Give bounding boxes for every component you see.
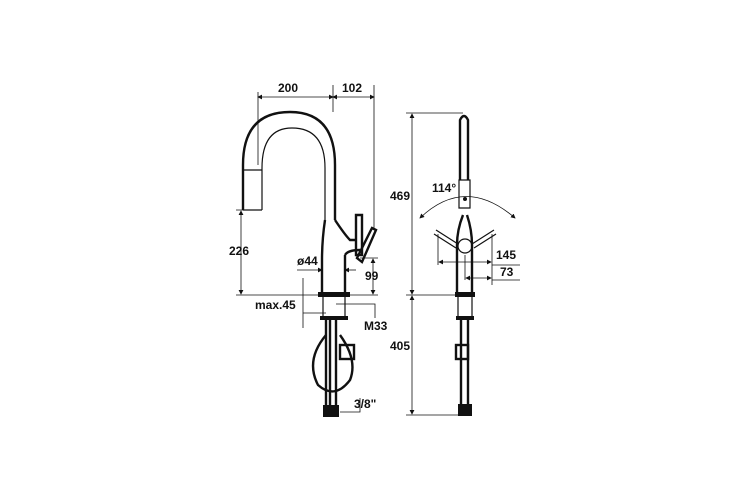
hose-weight bbox=[338, 343, 356, 361]
dim-thread: M33 bbox=[364, 319, 388, 333]
dim-swivel-angle: 114° bbox=[432, 181, 456, 195]
faucet-side-outline bbox=[433, 114, 497, 416]
side-dimension-lines bbox=[406, 112, 520, 416]
dim-spout-reach: 200 bbox=[278, 81, 298, 95]
dim-body-diameter: ø44 bbox=[297, 254, 318, 268]
dim-max-thickness: max.45 bbox=[255, 298, 296, 312]
dim-lever-offset: 102 bbox=[342, 81, 362, 95]
base-flange bbox=[318, 292, 350, 297]
front-view: 200 102 226 ø44 99 max.45 M33 3/8" bbox=[229, 81, 388, 417]
dim-half-width: 73 bbox=[500, 265, 514, 279]
dim-swivel-width: 145 bbox=[496, 248, 516, 262]
dim-hose-length: 405 bbox=[390, 339, 410, 353]
dim-lever-height: 99 bbox=[365, 269, 379, 283]
dimension-lines bbox=[236, 85, 378, 413]
side-view: 469 114° 145 73 405 bbox=[390, 112, 520, 416]
dim-spout-height: 226 bbox=[229, 244, 249, 258]
hose-connector bbox=[323, 405, 339, 417]
hose-weight-side bbox=[454, 343, 470, 361]
dim-total-height: 469 bbox=[390, 189, 410, 203]
dim-connection: 3/8" bbox=[354, 397, 376, 411]
